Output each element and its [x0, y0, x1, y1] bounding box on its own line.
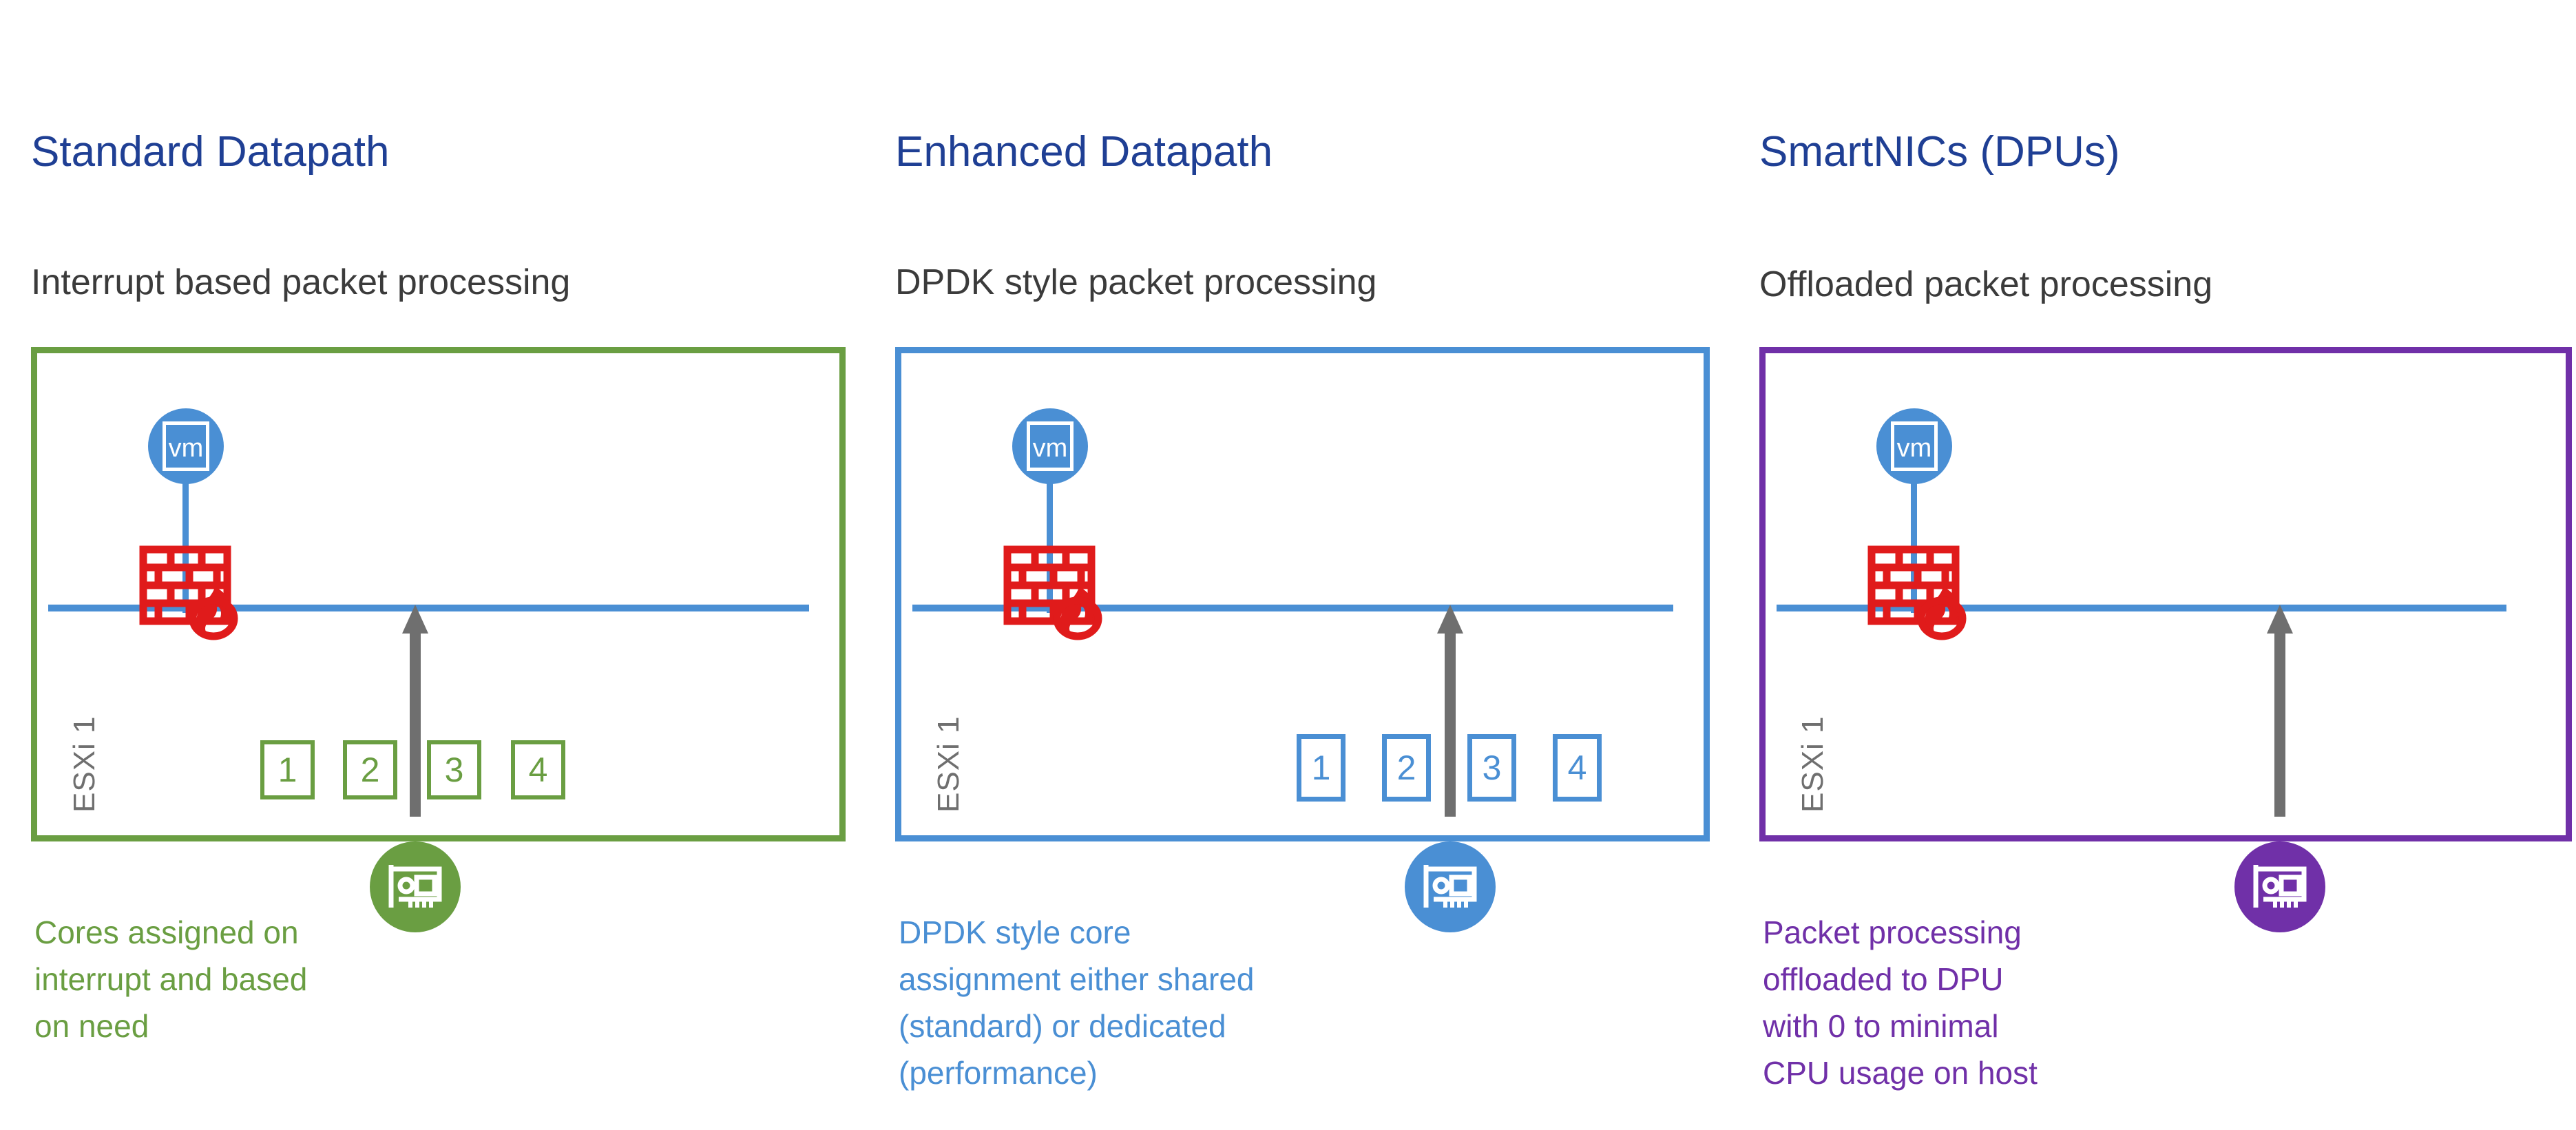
page-title-enhanced-datapath: Enhanced Datapath: [895, 128, 1273, 176]
caption-line: interrupt and based: [34, 961, 308, 998]
core-box: 2: [1382, 734, 1431, 802]
core-box: 3: [1467, 734, 1516, 802]
firewall-icon: [138, 544, 265, 640]
network-line-standard: [48, 605, 809, 611]
column-enhanced-datapath: Enhanced Datapath DPDK style packet proc…: [864, 0, 1718, 1130]
core-label: 3: [1482, 749, 1502, 787]
host-label-standard: ESXi 1: [67, 715, 101, 813]
subtitle-enhanced-datapath: DPDK style packet processing: [895, 262, 1377, 302]
caption-line: (performance): [899, 1055, 1098, 1091]
vm-icon: vm: [148, 408, 224, 484]
caption-line: with 0 to minimal: [1763, 1008, 1999, 1045]
network-line-enhanced: [912, 605, 1673, 611]
core-box: 1: [260, 740, 315, 799]
column-smartnics-dpus: SmartNICs (DPUs) Offloaded packet proces…: [1728, 0, 2576, 1130]
vm-label: vm: [1896, 434, 1932, 463]
subtitle-smartnics-dpus: Offloaded packet processing: [1759, 264, 2213, 304]
vm-connector-line: [1911, 475, 1917, 613]
caption-line: Cores assigned on: [34, 914, 299, 950]
vm-connector-line: [182, 475, 189, 613]
caption-line: assignment either shared: [899, 961, 1255, 998]
vm-icon: vm: [1012, 408, 1088, 484]
vm-square-glyph: vm: [1891, 421, 1938, 471]
core-label: 4: [1567, 749, 1587, 787]
network-card-icon: [370, 841, 461, 932]
vm-square-glyph: vm: [1027, 421, 1074, 471]
packet-flow-arrow-smartnics: [2263, 603, 2297, 817]
core-label: 1: [1311, 749, 1331, 787]
caption-enhanced-datapath: DPDK style core assignment either shared…: [899, 909, 1255, 1096]
core-label: 4: [528, 751, 548, 789]
host-label-smartnics: ESXi 1: [1796, 715, 1830, 813]
vm-connector-line: [1047, 475, 1053, 613]
core-label: 3: [444, 751, 464, 789]
network-card-icon: [1405, 841, 1496, 932]
caption-line: CPU usage on host: [1763, 1055, 2038, 1091]
packet-flow-arrow-standard: [398, 603, 432, 817]
caption-line: offloaded to DPU: [1763, 961, 2004, 998]
network-line-smartnics: [1777, 605, 2506, 611]
core-box: 4: [1553, 734, 1602, 802]
caption-line: (standard) or dedicated: [899, 1008, 1226, 1045]
core-label: 2: [360, 751, 380, 789]
vm-icon: vm: [1876, 408, 1952, 484]
caption-line: on need: [34, 1008, 149, 1045]
subtitle-standard-datapath: Interrupt based packet processing: [31, 262, 571, 302]
vm-label: vm: [1032, 434, 1068, 463]
firewall-icon: [1002, 544, 1129, 640]
firewall-icon: [1866, 544, 1993, 640]
network-card-icon: [2234, 841, 2325, 932]
vm-label: vm: [168, 434, 204, 463]
core-box: 3: [427, 740, 481, 799]
core-box: 2: [343, 740, 397, 799]
page-title-smartnics-dpus: SmartNICs (DPUs): [1759, 128, 2120, 176]
caption-standard-datapath: Cores assigned on interrupt and based on…: [34, 909, 307, 1049]
caption-smartnics-dpus: Packet processing offloaded to DPU with …: [1763, 909, 2038, 1096]
core-label: 2: [1396, 749, 1416, 787]
vm-square-glyph: vm: [163, 421, 209, 471]
core-box: 4: [511, 740, 565, 799]
page-title-standard-datapath: Standard Datapath: [31, 128, 390, 176]
column-standard-datapath: Standard Datapath Interrupt based packet…: [0, 0, 861, 1130]
caption-line: DPDK style core: [899, 914, 1131, 950]
core-box: 1: [1297, 734, 1345, 802]
caption-line: Packet processing: [1763, 914, 2022, 950]
core-label: 1: [278, 751, 297, 789]
packet-flow-arrow-enhanced: [1433, 603, 1467, 817]
host-label-enhanced: ESXi 1: [932, 715, 965, 813]
